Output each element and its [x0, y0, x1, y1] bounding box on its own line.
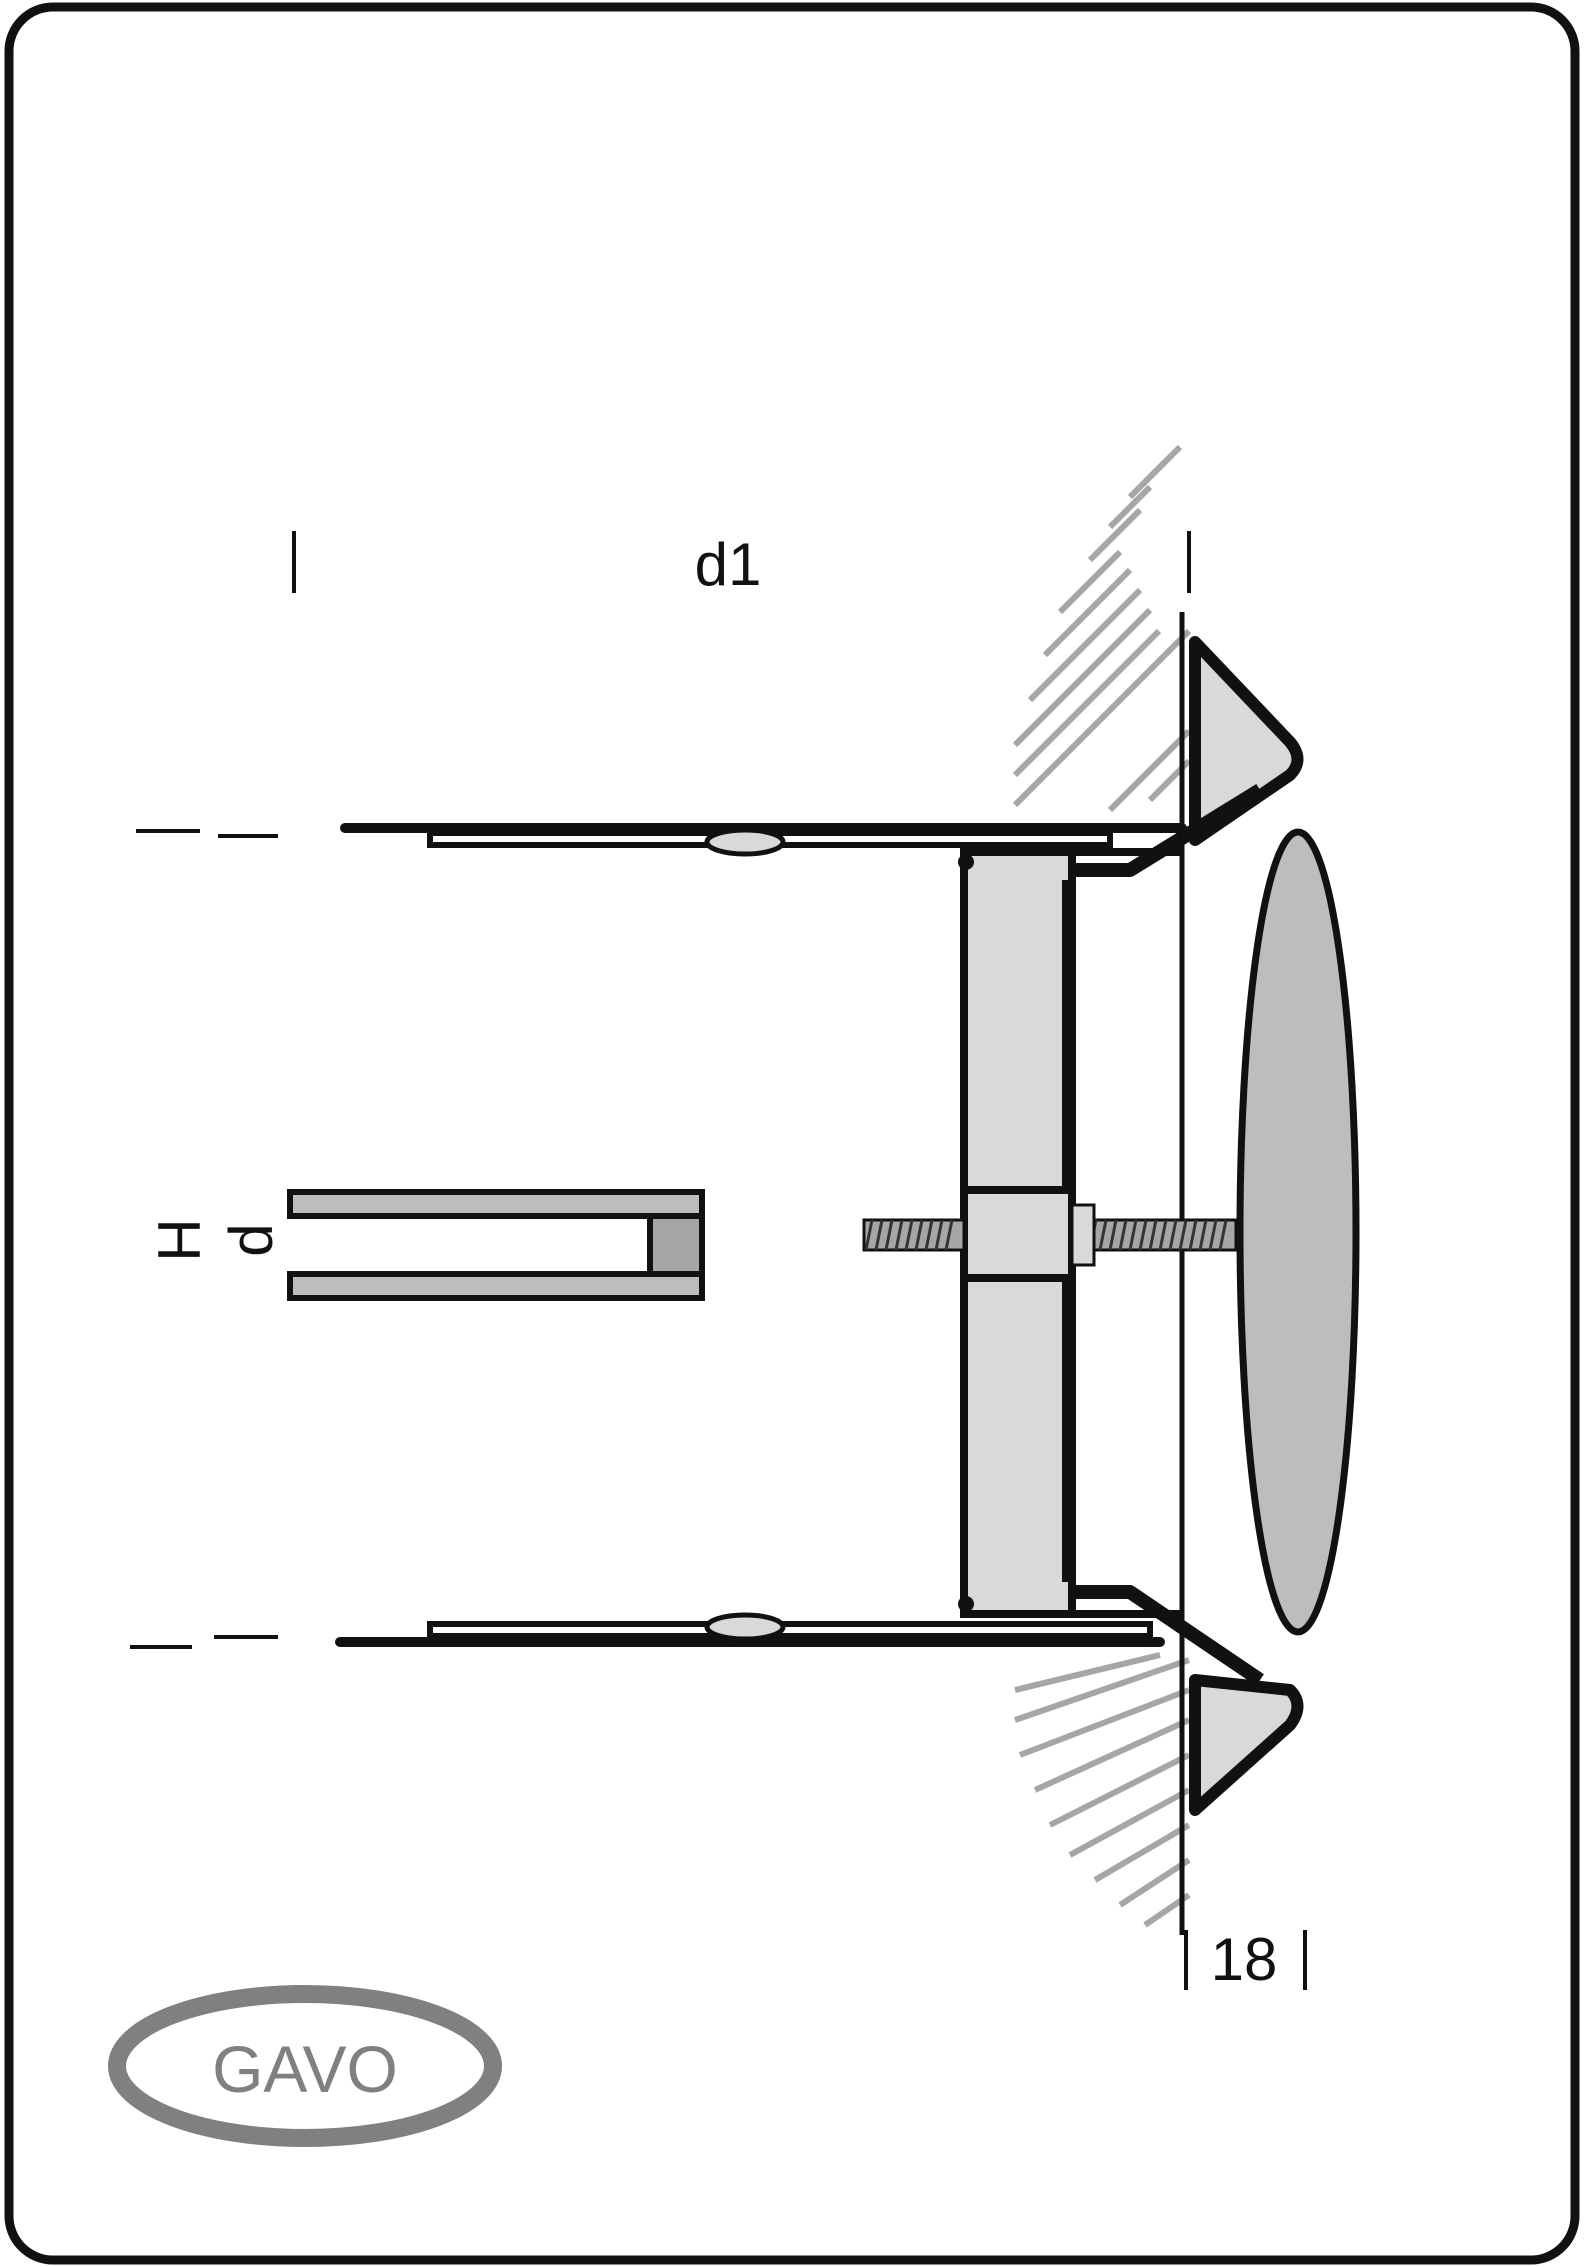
flange-bottom	[1189, 1674, 1304, 1816]
logo-text: GAVO	[212, 2032, 398, 2106]
nut	[1070, 1203, 1096, 1267]
screw-head-bottom	[704, 1612, 786, 1642]
flange-top	[1189, 636, 1304, 846]
height-depth-labels: H p	[145, 1218, 294, 1261]
lamp-disc	[1236, 828, 1360, 1636]
wall-hatch-top	[1012, 444, 1192, 813]
d1-label: d1	[695, 531, 762, 598]
section-detail	[287, 1189, 705, 1301]
screw-head-top	[704, 827, 786, 857]
d1-dimension: d1	[292, 531, 1191, 598]
panel-top	[340, 823, 1187, 857]
height-label: H	[145, 1218, 212, 1261]
top-dashes	[136, 829, 278, 838]
threaded-rod	[862, 1203, 1238, 1267]
gavo-logo: GAVO	[108, 1985, 502, 2147]
flange-width-label: 18	[1211, 1926, 1278, 1993]
housing	[958, 848, 1076, 1618]
bottom-dashes	[130, 1635, 278, 1649]
depth-label: p	[227, 1223, 294, 1256]
panel-bottom	[335, 1612, 1165, 1647]
flange-dimension: 18	[1184, 1926, 1307, 1993]
